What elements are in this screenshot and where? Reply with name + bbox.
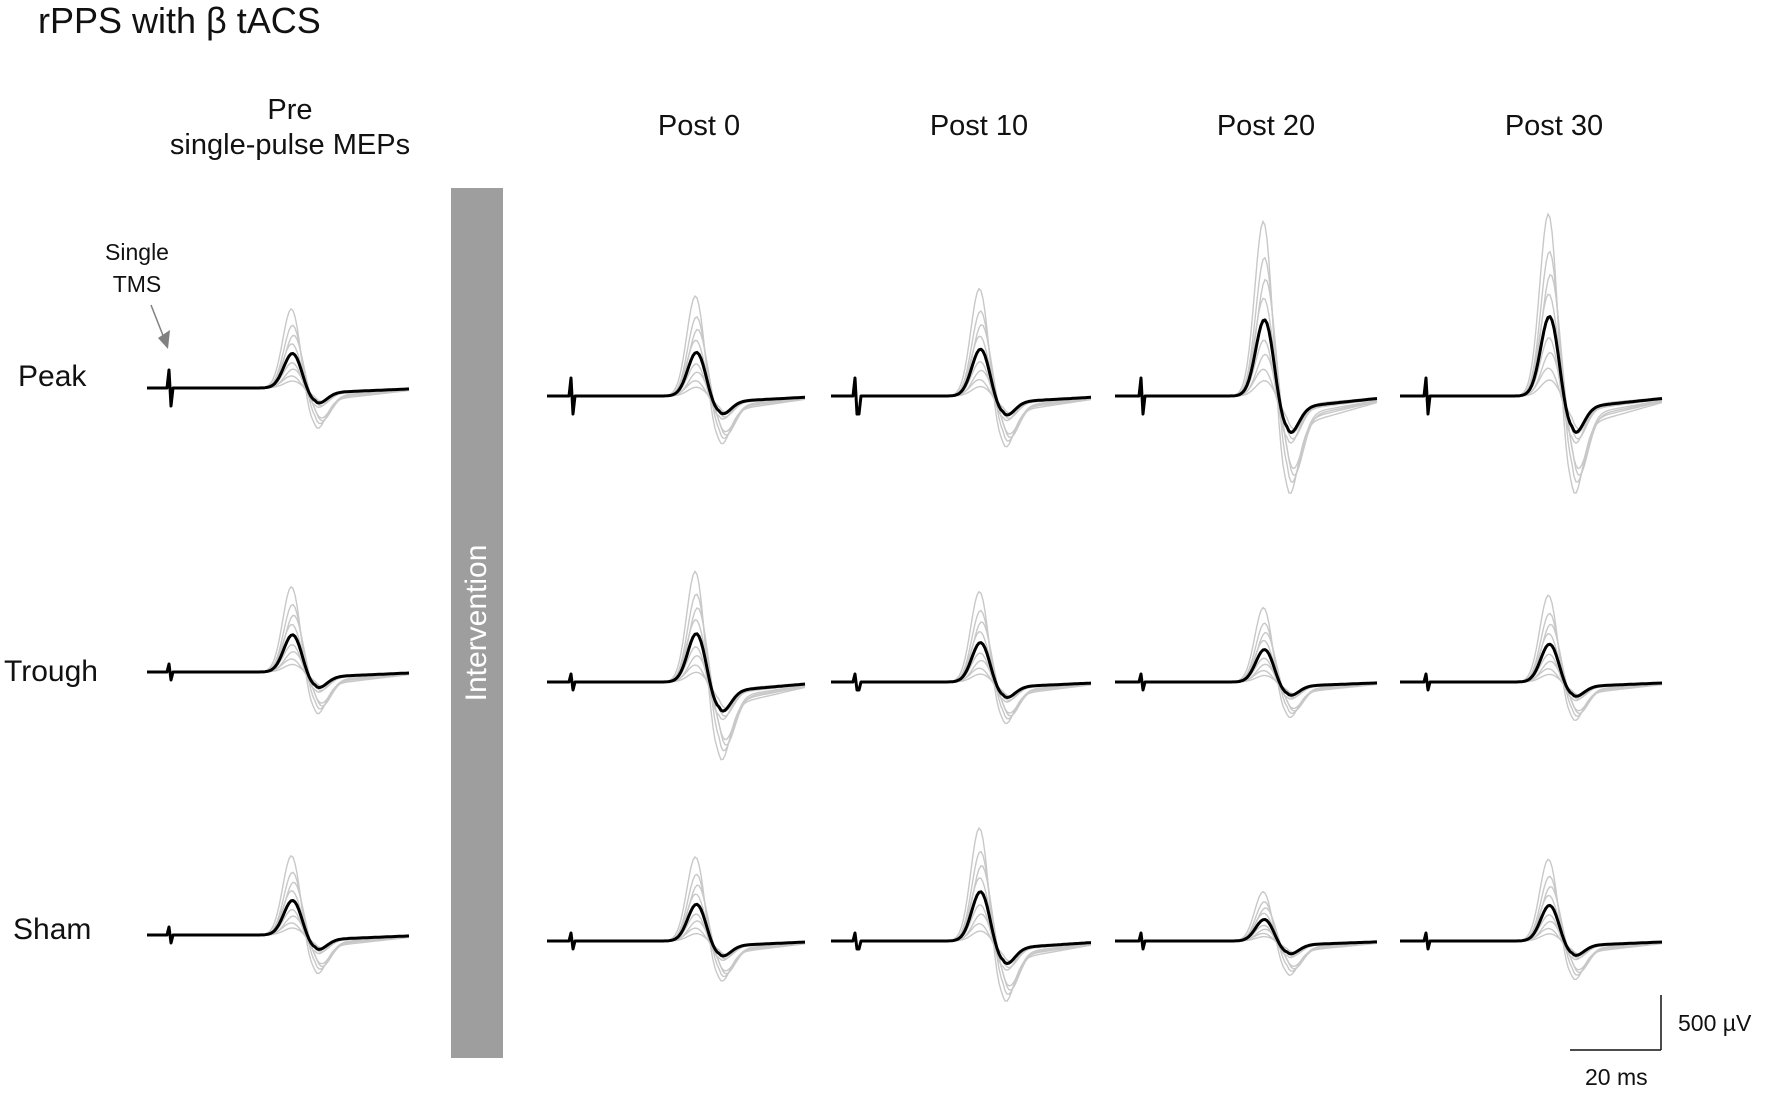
single-trial-trace <box>831 826 1092 1002</box>
mean-mep-trace <box>147 352 410 408</box>
single-tms-annotation: Single TMS <box>105 236 169 300</box>
single-tms-arrow-head <box>158 330 170 349</box>
single-tms-annotation-line2: TMS <box>112 271 162 297</box>
figure-title: rPPS with β tACS <box>38 0 321 41</box>
single-tms-annotation-line1: Single <box>105 239 169 265</box>
scalebar-voltage-label: 500 µV <box>1678 1010 1752 1036</box>
mean-mep-trace <box>547 350 806 416</box>
mep-panel-sham-post20 <box>1115 890 1378 976</box>
mep-panel-trough-post10 <box>831 590 1092 725</box>
mean-mep-trace <box>1115 318 1378 434</box>
mep-panel-trough-post20 <box>1115 606 1378 719</box>
single-trial-trace <box>1115 890 1378 976</box>
single-trial-trace <box>1400 858 1663 981</box>
column-header-pre-line1: Pre <box>267 94 313 126</box>
mean-mep-trace <box>1400 642 1663 698</box>
mep-panel-trough-post30 <box>1400 594 1663 722</box>
mep-panel-trough-pre <box>147 585 410 715</box>
column-header-post10: Post 10 <box>929 110 1029 142</box>
scalebar-time-label: 20 ms <box>1585 1064 1648 1090</box>
mep-panel-peak-post0 <box>547 294 806 445</box>
single-trial-trace <box>1400 337 1663 444</box>
mep-panel-peak-post10 <box>831 287 1092 448</box>
single-trial-trace <box>547 294 806 445</box>
mean-mep-trace <box>831 347 1092 417</box>
single-trial-trace <box>831 323 1092 439</box>
mean-mep-trace <box>1400 315 1663 434</box>
mean-mep-trace <box>831 890 1092 965</box>
column-header-post20: Post 20 <box>1216 110 1316 142</box>
single-trial-trace <box>547 315 806 439</box>
column-header-post0: Post 0 <box>657 110 741 142</box>
single-trial-trace <box>1400 273 1663 477</box>
column-header-post30: Post 30 <box>1504 110 1604 142</box>
single-trial-trace <box>1400 212 1663 494</box>
mep-panel-sham-pre <box>147 854 410 975</box>
mep-panel-sham-post30 <box>1400 858 1663 981</box>
mean-mep-trace <box>1115 918 1377 956</box>
single-trial-trace <box>1400 633 1663 712</box>
single-trial-trace <box>831 590 1092 725</box>
column-header-pre-line2: single-pulse MEPs <box>169 129 411 161</box>
single-trial-trace <box>1115 278 1378 476</box>
mean-mep-trace <box>547 632 806 713</box>
single-trial-trace <box>831 621 1092 717</box>
column-header-pre: Pre single-pulse MEPs <box>170 93 410 163</box>
single-trial-trace <box>831 287 1092 448</box>
mean-mep-trace <box>147 899 410 951</box>
single-trial-trace <box>1400 293 1663 470</box>
single-trial-trace <box>831 850 1092 995</box>
mep-panel-sham-post10 <box>831 826 1092 1002</box>
mean-mep-trace <box>547 902 805 958</box>
single-trial-trace <box>147 308 410 429</box>
single-trial-trace <box>1400 594 1663 722</box>
single-trial-trace <box>547 328 806 436</box>
mep-panel-peak-post20 <box>1115 219 1378 494</box>
mep-panel-trough-post0 <box>547 570 806 761</box>
single-trial-trace <box>147 854 410 975</box>
single-trial-trace <box>547 884 806 975</box>
mep-panel-sham-post0 <box>547 855 806 982</box>
single-trial-trace <box>547 855 806 982</box>
single-trial-trace <box>831 609 1092 720</box>
single-trial-trace <box>147 362 410 409</box>
mep-panel-peak-pre <box>147 308 410 429</box>
row-label-peak: Peak <box>18 360 87 393</box>
single-trial-trace <box>831 310 1092 442</box>
row-label-trough: Trough <box>4 655 98 688</box>
single-trial-trace <box>1400 612 1663 717</box>
single-trial-trace <box>1115 219 1378 494</box>
mean-mep-trace <box>147 633 410 690</box>
single-trial-trace <box>1115 606 1378 719</box>
intervention-bar <box>451 188 503 1058</box>
row-label-sham: Sham <box>13 913 92 946</box>
single-trial-trace <box>1115 622 1378 715</box>
single-trial-trace <box>1115 297 1378 470</box>
single-trial-trace <box>547 570 806 761</box>
single-trial-trace <box>147 585 410 715</box>
single-tms-arrow-line <box>150 304 165 339</box>
single-trial-trace <box>1400 875 1663 976</box>
mean-mep-trace <box>831 641 1092 699</box>
mean-mep-trace <box>1115 648 1378 697</box>
mep-panel-peak-post30 <box>1400 212 1663 494</box>
mean-mep-trace <box>1400 903 1663 957</box>
single-trial-trace <box>547 873 806 978</box>
